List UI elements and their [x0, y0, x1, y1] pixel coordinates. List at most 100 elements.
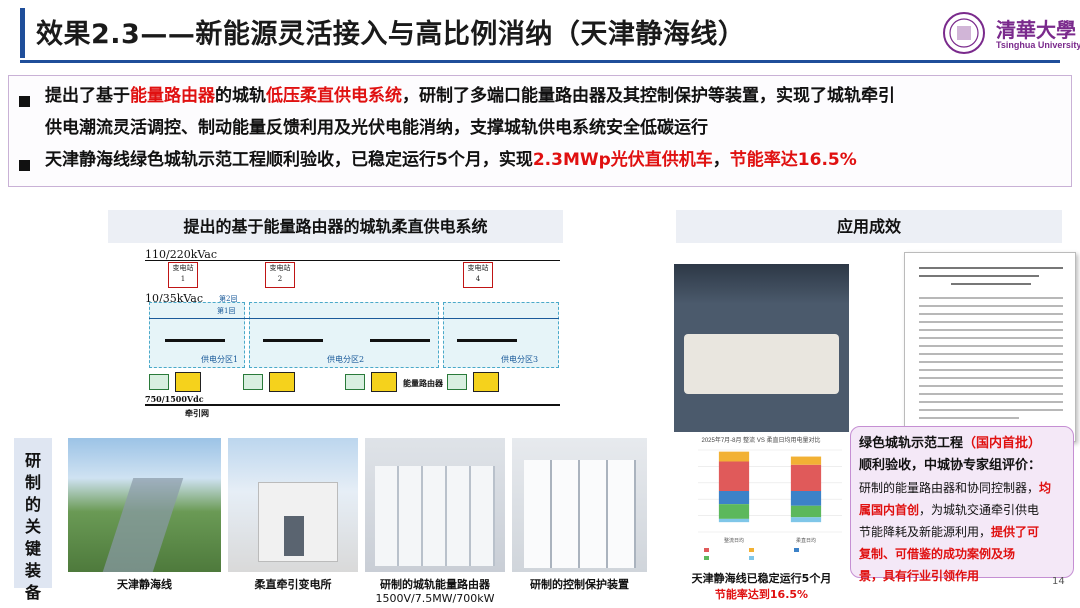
- chart-bar-segment: [790, 464, 822, 491]
- chart-caption: 天津静海线已稳定运行5个月 节能率达到16.5%: [674, 570, 849, 602]
- bullet-2: 天津静海线绿色城轨示范工程顺利验收，已稳定运行5个月，实现2.3MWp光伏直供机…: [45, 146, 857, 174]
- key-equipment-char: 制: [24, 473, 41, 492]
- supply-zone-1: [149, 302, 245, 368]
- key-equipment-char: 的: [24, 495, 41, 514]
- bullet-1-highlight-2: 低压柔直供电系统: [266, 86, 402, 106]
- bullet-2-text: ，: [712, 150, 730, 170]
- chart-bar-segment: [718, 461, 750, 491]
- energy-router-icon: [175, 372, 201, 392]
- bullet-square-icon: [19, 160, 30, 171]
- ac-busbar: [370, 339, 430, 342]
- chart-legend-swatch: [749, 556, 754, 560]
- chart-title: 2025年7月-8月 整流 VS 柔直日均用电量对比: [701, 436, 820, 444]
- chart-legend-swatch: [794, 548, 799, 552]
- caption-jinghai-line: 天津静海线: [117, 578, 172, 591]
- expert-evaluation-callout: 绿色城轨示范工程（国内首批） 顺利验收，中城协专家组评价： 研制的能量路由器和协…: [850, 426, 1074, 583]
- bullet-square-icon: [19, 96, 30, 107]
- chart-bar-segment: [790, 505, 822, 518]
- pv-panel-icon: [149, 374, 169, 390]
- energy-router-label: 能量路由器: [403, 378, 443, 388]
- ac-busbar: [457, 339, 517, 342]
- system-diagram-heading: 提出的基于能量路由器的城轨柔直供电系统: [108, 210, 563, 243]
- chart-bar-segment: [790, 456, 822, 465]
- header-divider: [20, 60, 1060, 63]
- key-equipment-char: 键: [24, 539, 41, 558]
- summary-box: 提出了基于能量路由器的城轨低压柔直供电系统，研制了多端口能量路由器及其控制保护等…: [8, 75, 1072, 187]
- chart-bar-segment: [718, 451, 750, 462]
- ac-busbar: [165, 339, 225, 342]
- callout-line-7: 景，具有行业引领作用: [859, 569, 980, 583]
- dc-line: [145, 404, 560, 406]
- caption-energy-router-spec: 1500V/7.5MW/700kW: [375, 592, 495, 605]
- energy-router-icon: [269, 372, 295, 392]
- chart-bar-segment: [718, 504, 750, 519]
- acceptance-meeting-photo: [674, 264, 849, 432]
- voltage-high-label: 110/220kVac: [145, 248, 218, 261]
- chart-bar-segment: [718, 518, 750, 523]
- pv-panel-icon: [243, 374, 263, 390]
- chart-bar-segment: [790, 491, 822, 506]
- key-equipment-char: 研: [24, 451, 41, 470]
- chart-bar-segment: [718, 491, 750, 505]
- bullet-1-line-2: 供电潮流灵活调控、制动能量反馈利用及光伏电能消纳，支撑城轨供电系统安全低碳运行: [45, 118, 708, 138]
- expert-opinion-document: [904, 252, 1076, 442]
- title-accent-bar: [20, 8, 25, 58]
- chart-svg: 2025年7月-8月 整流 VS 柔直日均用电量对比 整流日均 柔直日均: [698, 436, 842, 560]
- logo-name: 清華大學: [996, 18, 1076, 42]
- callout-line-4: 属国内首创，为城轨交通牵引供电: [859, 503, 1040, 517]
- callout-line-3: 研制的能量路由器和协同控制器，均: [859, 481, 1052, 495]
- caption-substation: 柔直牵引变电所: [254, 578, 332, 591]
- caption-energy-router: 研制的城轨能量路由器: [380, 578, 490, 591]
- chart-legend-swatch: [704, 548, 709, 552]
- tsinghua-seal-icon: [943, 12, 985, 54]
- chart-legend-swatch: [704, 556, 709, 560]
- ac-busbar: [263, 339, 323, 342]
- energy-router-icon: [473, 372, 499, 392]
- bullet-1-text: 提出了基于: [45, 86, 130, 106]
- results-heading: 应用成效: [676, 210, 1062, 243]
- jinghai-line-photo: [68, 438, 221, 572]
- chart-bar-segment: [790, 517, 822, 523]
- supply-zone-3: [443, 302, 559, 368]
- loop-1-label: 第1回: [217, 307, 236, 315]
- logo-subtitle: Tsinghua University: [996, 40, 1080, 50]
- hv-line: [145, 260, 560, 261]
- supply-zone-2: [249, 302, 439, 368]
- voltage-dc-label: 750/1500Vdc: [145, 394, 204, 404]
- key-equipment-label: 研 制 的 关 键 装 备: [14, 438, 52, 602]
- energy-router-photo: [365, 438, 505, 572]
- callout-line-5: 节能降耗及新能源利用，提供了可: [859, 525, 1040, 539]
- bullet-1-line-1: 提出了基于能量路由器的城轨低压柔直供电系统，研制了多端口能量路由器及其控制保护等…: [45, 82, 895, 110]
- zone-3-label: 供电分区3: [501, 355, 539, 364]
- key-equipment-char: 装: [24, 561, 41, 580]
- key-equipment-char: 关: [24, 517, 41, 536]
- bullet-2-highlight-2: 节能率达16.5%: [729, 150, 857, 170]
- bullet-2-text: 天津静海线绿色城轨示范工程顺利验收，已稳定运行5个月，实现: [45, 150, 533, 170]
- page-title: 效果2.3——新能源灵活接入与高比例消纳（天津静海线）: [36, 19, 746, 50]
- callout-line-2: 顺利验收，中城协专家组评价：: [859, 458, 1042, 473]
- chart-category-label: 整流日均: [724, 537, 744, 544]
- chart-caption-line-1: 天津静海线已稳定运行5个月: [691, 572, 832, 585]
- bullet-1-text: 的城轨: [215, 86, 266, 106]
- zone-2-label: 供电分区2: [327, 355, 365, 364]
- chart-caption-line-2: 节能率达到16.5%: [714, 588, 809, 601]
- energy-router-icon: [371, 372, 397, 392]
- pv-panel-icon: [345, 374, 365, 390]
- traction-network-label: 牵引网: [185, 408, 209, 418]
- energy-comparison-chart: 2025年7月-8月 整流 VS 柔直日均用电量对比 整流日均 柔直日均: [674, 432, 849, 570]
- substation-photo: [228, 438, 358, 572]
- bullet-1-highlight-1: 能量路由器: [130, 86, 215, 106]
- chart-category-label: 柔直日均: [796, 537, 816, 544]
- chart-legend-swatch: [749, 548, 754, 552]
- page-number: 14: [1052, 576, 1065, 587]
- loop-line: [149, 318, 559, 319]
- protection-device-photo: [512, 438, 647, 572]
- voltage-mid-label: 10/35kVac: [145, 292, 204, 305]
- pv-panel-icon: [447, 374, 467, 390]
- loop-2-label: 第2回: [219, 295, 238, 303]
- callout-line-6: 复制、可借鉴的成功案例及场: [859, 547, 1016, 561]
